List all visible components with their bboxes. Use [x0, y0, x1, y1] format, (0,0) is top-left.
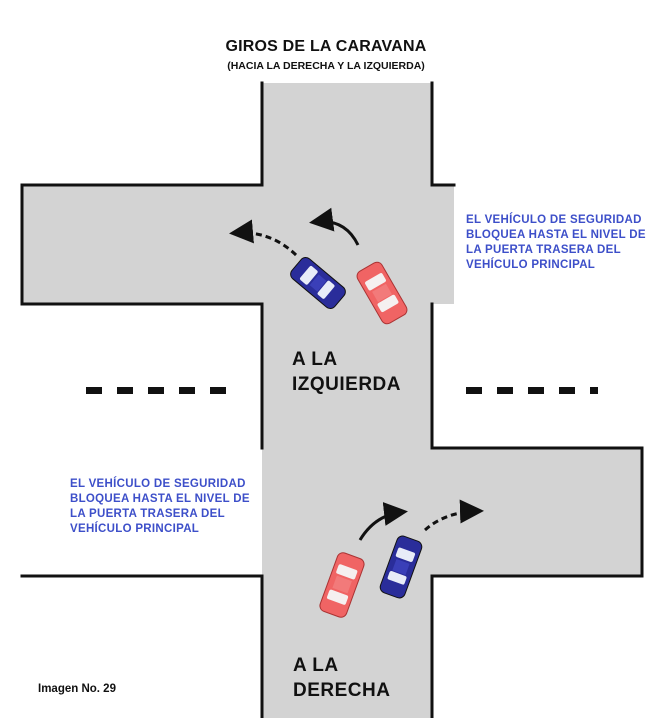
label-right-line: DERECHA — [293, 680, 391, 701]
principal-car-right-turn — [319, 552, 365, 618]
note-bottom-line: BLOQUEA HASTA EL NIVEL DE — [70, 493, 250, 505]
note-top-line: VEHÍCULO PRINCIPAL — [466, 259, 596, 271]
label-right-line: A LA — [293, 655, 339, 676]
solid-arrow-left — [309, 207, 360, 246]
curb-lower-left — [20, 574, 264, 718]
label-left-line: IZQUIERDA — [292, 374, 401, 395]
curb-upper-right — [430, 81, 456, 187]
note-top: EL VEHÍCULO DE SEGURIDAD BLOQUEA HASTA E… — [466, 213, 652, 273]
label-right-turn: A LA DERECHA — [293, 653, 390, 703]
lower-horizontal-road — [262, 448, 642, 576]
note-top-line: LA PUERTA TRASERA DEL — [466, 244, 621, 256]
dashed-arrow-left — [229, 219, 298, 257]
label-left-turn: A LA IZQUIERDA — [292, 347, 401, 397]
note-top-line: EL VEHÍCULO DE SEGURIDAD — [466, 214, 642, 226]
security-car-left-turn — [290, 256, 346, 310]
solid-arrow-right — [358, 502, 408, 541]
dashed-arrow-right — [423, 499, 484, 532]
note-bottom-line: VEHÍCULO PRINCIPAL — [70, 523, 200, 535]
note-bottom-line: EL VEHÍCULO DE SEGURIDAD — [70, 478, 246, 490]
curb-lower-right — [430, 302, 644, 718]
label-left-line: A LA — [292, 349, 338, 370]
note-bottom-line: LA PUERTA TRASERA DEL — [70, 508, 225, 520]
road-surface — [22, 83, 642, 718]
principal-car-left-turn — [356, 261, 408, 325]
vertical-road — [262, 83, 432, 718]
diagram-subtitle: (HACIA LA DERECHA Y LA IZQUIERDA) — [227, 60, 425, 72]
image-caption: Imagen No. 29 — [38, 683, 116, 695]
note-top-line: BLOQUEA HASTA EL NIVEL DE — [466, 229, 646, 241]
note-bottom: EL VEHÍCULO DE SEGURIDAD BLOQUEA HASTA E… — [70, 477, 260, 537]
curbs — [20, 81, 644, 718]
security-car-right-turn — [379, 535, 423, 599]
diagram-title: GIROS DE LA CARAVANA — [225, 38, 427, 55]
curb-upper-left — [20, 81, 264, 450]
separator-dashes — [86, 387, 598, 394]
